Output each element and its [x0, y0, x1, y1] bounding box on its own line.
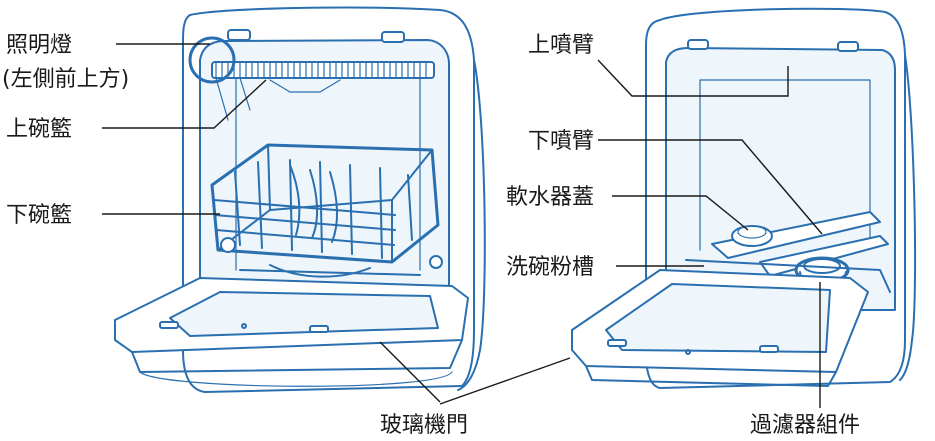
leader-lower-spray-arm: [598, 139, 823, 235]
leader-upper-basket: [102, 79, 267, 129]
left-top-latch: [227, 29, 251, 41]
right-dishwasher-illustration: [571, 7, 917, 389]
right-top-latch: [687, 39, 709, 50]
leader-upper-spray-arm: [597, 59, 789, 97]
label-light: 照明燈: [6, 33, 72, 58]
label-lower-spray-arm: 下噴臂: [528, 129, 594, 154]
label-softener-cap: 軟水器蓋: [506, 185, 594, 210]
label-lower-basket: 下碗籃: [6, 203, 72, 228]
label-upper-spray-arm: 上噴臂: [528, 33, 594, 58]
left-glass-door: [114, 277, 469, 387]
left-dishwasher-illustration: [114, 6, 486, 393]
leader-glass-door-right: [439, 357, 571, 405]
left-lower-spray-arm: [239, 264, 421, 278]
callout-leader-lines: [102, 43, 823, 408]
left-cabinet-side: [457, 59, 486, 391]
softener-cap: [731, 225, 773, 247]
lower-basket-rack: [210, 143, 443, 269]
upper-basket-rack: [211, 61, 435, 121]
label-glass-door: 玻璃機門: [380, 413, 468, 438]
right-tub-floor: [685, 259, 891, 293]
label-filter-assembly: 過濾器組件: [750, 413, 860, 438]
leader-softener-cap: [612, 195, 749, 231]
right-top-latch-right: [837, 41, 859, 52]
right-cabinet-side: [899, 54, 917, 381]
leader-glass-door-left: [379, 341, 441, 403]
right-glass-door: [571, 269, 869, 387]
label-detergent-slot: 洗碗粉槽: [506, 255, 594, 280]
light-lamp-highlight: [188, 36, 236, 84]
left-top-latch-right: [381, 31, 405, 43]
label-upper-basket: 上碗籃: [6, 117, 72, 142]
callout-labels: 照明燈 (左側前上方) 上碗籃 下碗籃 玻璃機門 上噴臂 下噴臂 軟水器蓋 洗碗…: [2, 33, 860, 438]
label-light-position: (左側前上方): [2, 67, 129, 92]
